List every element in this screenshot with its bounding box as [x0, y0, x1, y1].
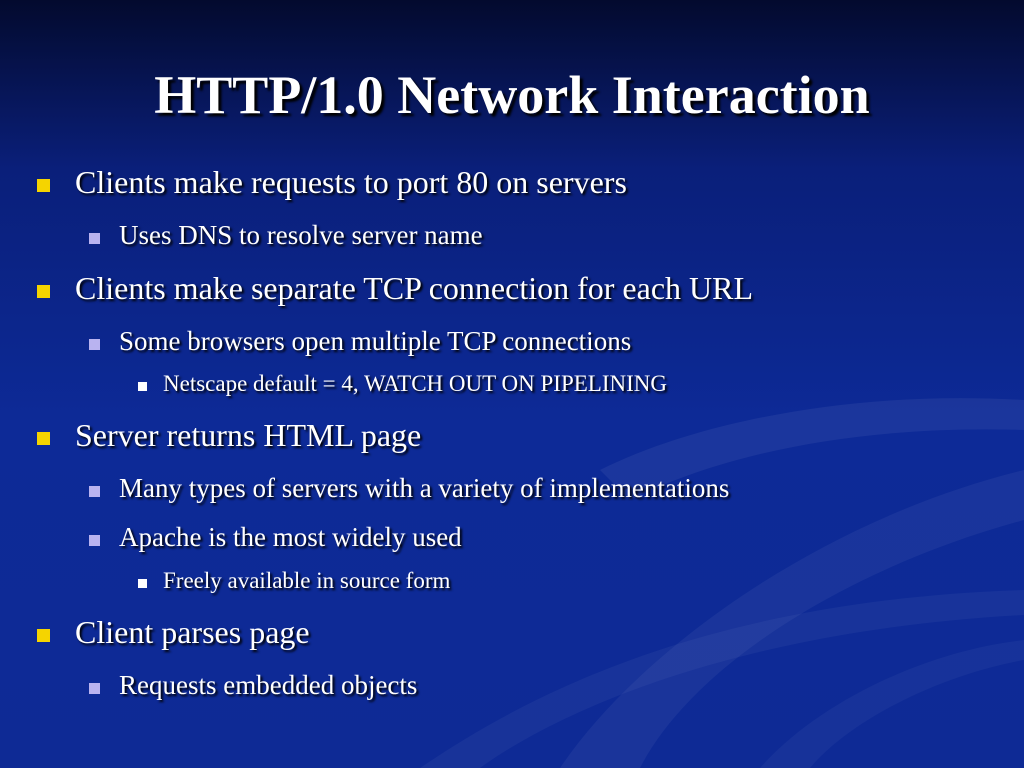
bullet-text: Some browsers open multiple TCP connecti…: [119, 326, 632, 356]
square-bullet-icon: [89, 683, 100, 694]
slide-title: HTTP/1.0 Network Interaction: [154, 65, 870, 125]
bullet-item: Clients make requests to port 80 on serv…: [37, 164, 627, 201]
bullet-item: Freely available in source form: [138, 568, 451, 594]
bullet-item: Server returns HTML page: [37, 417, 422, 454]
bullet-item: Some browsers open multiple TCP connecti…: [89, 326, 632, 357]
bullet-text: Many types of servers with a variety of …: [119, 473, 730, 503]
bullet-text: Netscape default = 4, WATCH OUT ON PIPEL…: [163, 371, 667, 396]
bullet-text: Freely available in source form: [163, 568, 451, 593]
bullet-item: Uses DNS to resolve server name: [89, 220, 483, 251]
bullet-text: Server returns HTML page: [75, 417, 422, 453]
bullet-text: Client parses page: [75, 614, 310, 650]
bullet-item: Many types of servers with a variety of …: [89, 473, 730, 504]
bullet-item: Netscape default = 4, WATCH OUT ON PIPEL…: [138, 371, 667, 397]
bullet-text: Uses DNS to resolve server name: [119, 220, 483, 250]
bullet-text: Apache is the most widely used: [119, 522, 462, 552]
bullet-item: Clients make separate TCP connection for…: [37, 270, 754, 307]
bullet-text: Requests embedded objects: [119, 670, 418, 700]
square-bullet-icon: [138, 382, 147, 391]
square-bullet-icon: [37, 179, 50, 192]
bullet-text: Clients make requests to port 80 on serv…: [75, 164, 627, 200]
square-bullet-icon: [89, 339, 100, 350]
bullet-item: Requests embedded objects: [89, 670, 418, 701]
square-bullet-icon: [37, 629, 50, 642]
square-bullet-icon: [89, 535, 100, 546]
square-bullet-icon: [89, 486, 100, 497]
bullet-text: Clients make separate TCP connection for…: [75, 270, 754, 306]
square-bullet-icon: [37, 285, 50, 298]
square-bullet-icon: [37, 432, 50, 445]
bullet-item: Apache is the most widely used: [89, 522, 462, 553]
square-bullet-icon: [89, 233, 100, 244]
bullet-item: Client parses page: [37, 614, 310, 651]
square-bullet-icon: [138, 579, 147, 588]
